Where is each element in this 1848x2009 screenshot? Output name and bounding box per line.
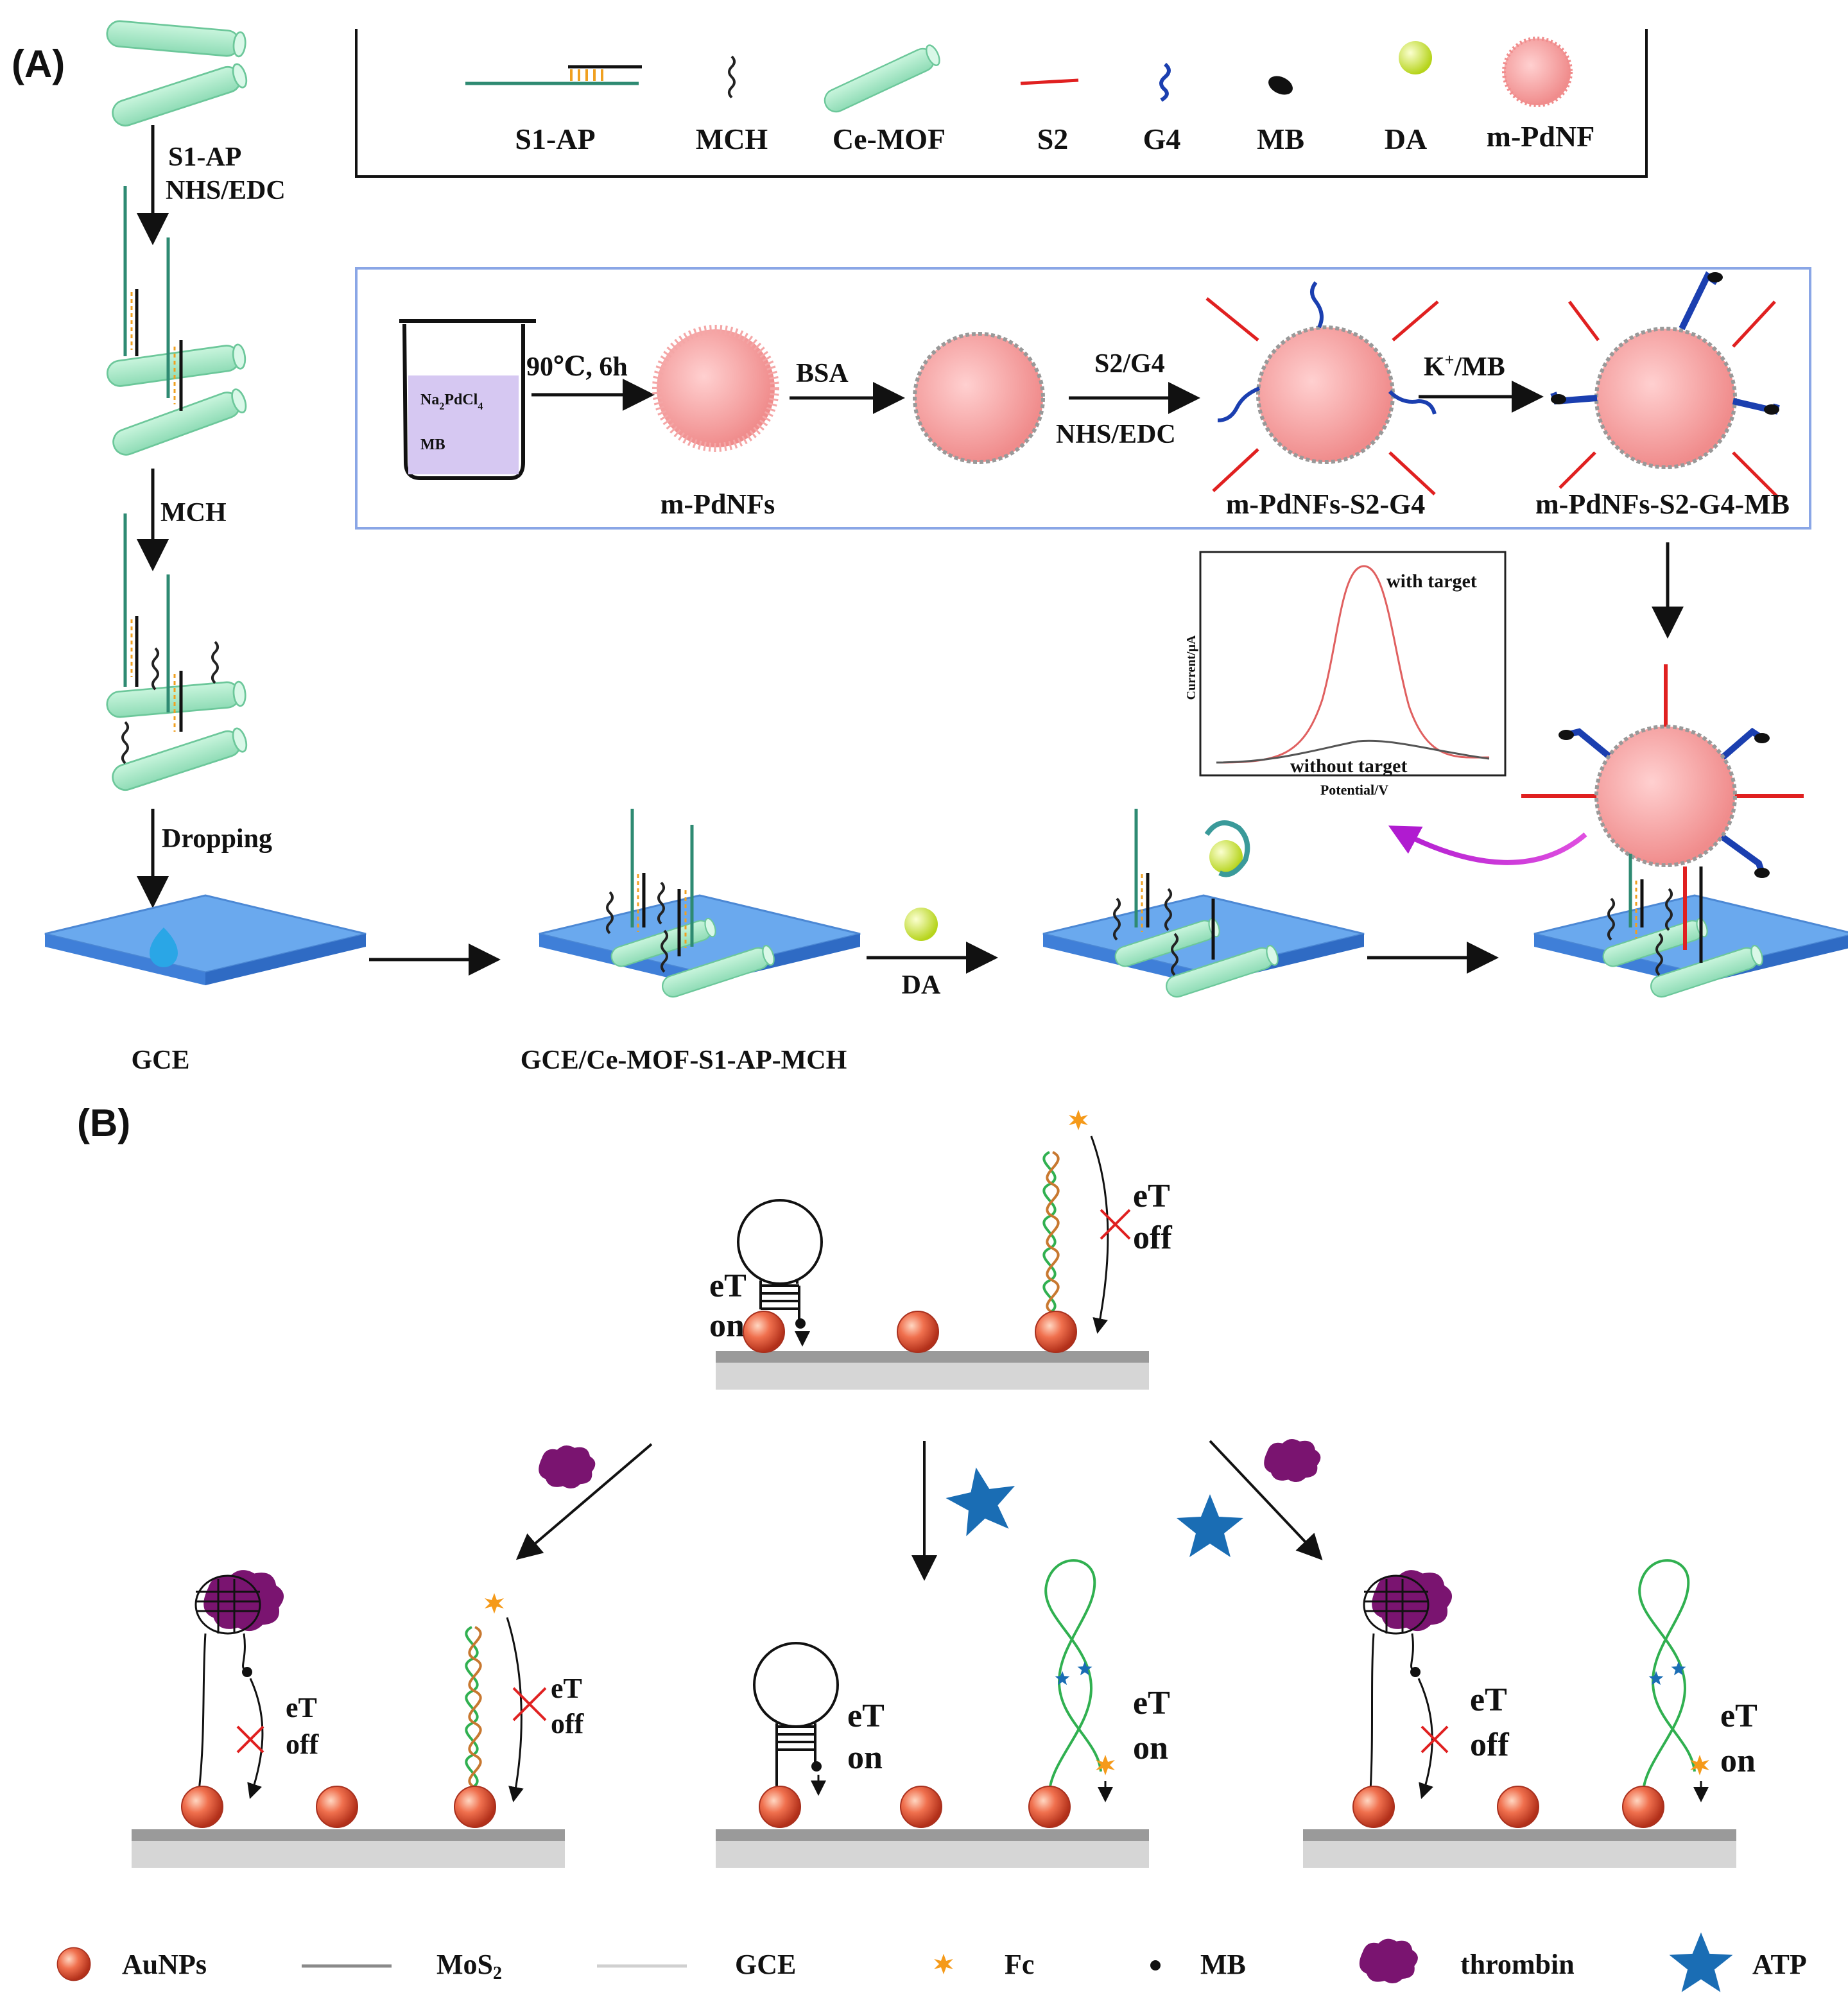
atp-icon-middle <box>941 1461 1023 1539</box>
k-mb-label: K+/MB <box>1424 350 1505 382</box>
legend-mb-dot-icon <box>1150 1960 1161 1970</box>
legend-mb-label: MB <box>1257 123 1304 155</box>
pdnf-s2-g4-mb-icon <box>1550 271 1780 499</box>
legend-da-icon <box>1399 41 1432 74</box>
beaker-reagent-line: Na2PdCl4 <box>420 392 483 412</box>
da-label: DA <box>902 970 941 1000</box>
legend-mos2-label: MoS2 <box>436 1949 502 1983</box>
et-on-b4: on <box>1133 1730 1168 1766</box>
signal-arrow <box>1388 825 1587 865</box>
left-modification-column: S1-AP NHS/EDC MCH Dropping <box>105 19 286 908</box>
bsa-coated-pdnf-icon <box>913 332 1045 464</box>
legend-m-pdnf-icon <box>1502 37 1573 107</box>
legend-da-label: DA <box>1385 123 1427 155</box>
legend-g4-icon <box>1159 62 1171 102</box>
inset-xlabel: Potential/V <box>1320 782 1388 798</box>
pdnf-s2-g4-icon <box>1205 281 1439 496</box>
beaker-icon: Na2PdCl4 MB <box>399 319 536 480</box>
legend-s2-icon <box>1020 78 1079 85</box>
modified-electrode-label: GCE/Ce-MOF-S1-AP-MCH <box>521 1046 847 1075</box>
da-icon <box>904 908 938 941</box>
et-off-b5: off <box>1470 1727 1509 1763</box>
probe-bound-pdnf <box>1521 664 1804 878</box>
dpv-inset-chart: with target without target Current/μA Po… <box>1184 551 1507 798</box>
legend-atp-icon <box>1669 1932 1733 1992</box>
with-target-label: with target <box>1386 571 1477 592</box>
legend-gce-label: GCE <box>735 1949 796 1980</box>
name-m-pdnfs-s2-g4-mb: m-PdNFs-S2-G4-MB <box>1535 488 1790 520</box>
dsdna-helix <box>1042 1151 1060 1314</box>
legend-fc-label: Fc <box>1005 1949 1034 1980</box>
droplet-icon <box>150 927 178 967</box>
nhs-edc-label-2: NHS/EDC <box>1056 420 1176 449</box>
thrombin-icon-left <box>539 1445 596 1489</box>
et-on-b6: on <box>1720 1743 1756 1779</box>
name-m-pdnfs: m-PdNFs <box>661 488 775 520</box>
legend-s1ap-label: S1-AP <box>515 123 595 155</box>
panel-b-label: (B) <box>77 1101 130 1144</box>
gce-label: GCE <box>131 1046 189 1075</box>
electrode-gce: GCE <box>44 894 367 1075</box>
legend-fc-icon <box>934 1954 953 1974</box>
thrombin-icon-right <box>1264 1438 1321 1483</box>
et-off-b1: off <box>286 1729 320 1760</box>
et-on-b3: on <box>847 1739 883 1776</box>
panel-a-label: (A) <box>12 42 65 85</box>
name-m-pdnfs-s2-g4: m-PdNFs-S2-G4 <box>1226 488 1425 520</box>
m-pdnf-icon <box>652 325 779 452</box>
step-dropping-label: Dropping <box>162 824 272 854</box>
electrode-after-da <box>1042 809 1365 1001</box>
legend-box-a: S1-AP MCH Ce-MOF S2 G4 MB DA m-PdNF <box>355 29 1648 178</box>
legend-g4-label: G4 <box>1143 123 1181 155</box>
electrode-final <box>1533 854 1848 1001</box>
legend-aunp-icon <box>56 1947 91 1981</box>
et-label-b2: eT <box>551 1673 582 1704</box>
et-label-b3: eT <box>847 1698 885 1734</box>
legend-s2-label: S2 <box>1037 123 1069 155</box>
legend-thrombin-label: thrombin <box>1460 1949 1575 1980</box>
beaker-mb-label: MB <box>420 436 445 453</box>
et-label-b5: eT <box>1470 1682 1507 1718</box>
b-top-state: eT on eT off <box>709 1110 1172 1390</box>
legend-aunps-label: AuNPs <box>122 1949 207 1980</box>
b-state-thrombin: eT off eT off <box>132 1570 585 1868</box>
without-target-label: without target <box>1290 755 1407 777</box>
legend-mch-label: MCH <box>696 123 768 155</box>
et-off-label: off <box>1133 1220 1172 1256</box>
without-target-curve <box>1216 739 1490 764</box>
b-state-atp: eT on eT on <box>716 1559 1170 1868</box>
legend-thrombin-icon <box>1359 1938 1418 1984</box>
synthesis-box: Na2PdCl4 MB 90℃, 6h m-PdNFs BSA S2/G4 NH… <box>355 267 1811 530</box>
with-target-curve <box>1216 565 1490 764</box>
legend-ce-mof-icon <box>820 42 944 117</box>
step-nhs-edc-label: NHS/EDC <box>166 176 286 205</box>
et-on-label: on <box>709 1307 745 1344</box>
cond-label: 90℃, 6h <box>526 352 628 382</box>
et-label: eT <box>709 1268 747 1304</box>
inset-ylabel: Current/μA <box>1184 635 1198 700</box>
et-label-b6: eT <box>1720 1698 1757 1734</box>
electrode-modified: GCE/Ce-MOF-S1-AP-MCH <box>521 809 861 1075</box>
bsa-label: BSA <box>796 359 849 388</box>
et-label-b4: eT <box>1133 1685 1170 1721</box>
legend-atp-label: ATP <box>1752 1949 1807 1980</box>
s2g4-label: S2/G4 <box>1094 349 1165 379</box>
et-label-2: eT <box>1133 1178 1170 1214</box>
b-state-both: eT off eT on <box>1303 1559 1757 1868</box>
et-off-b2: off <box>551 1708 585 1739</box>
legend-mch-icon <box>728 55 736 99</box>
legend-m-pdnf-label: m-PdNF <box>1487 120 1595 153</box>
legend-s1ap-icon <box>465 65 642 85</box>
step-mch-label: MCH <box>160 498 227 528</box>
legend-mb-icon <box>1268 76 1293 95</box>
legend-ce-mof-label: Ce-MOF <box>833 123 946 155</box>
legend-mb-label-b: MB <box>1200 1949 1246 1980</box>
atp-icon-right <box>1177 1494 1243 1557</box>
legend-b: AuNPs MoS2 GCE Fc MB thrombin ATP <box>56 1932 1807 1992</box>
et-label-b1: eT <box>286 1692 317 1723</box>
step-s1ap-label: S1-AP <box>168 142 241 172</box>
